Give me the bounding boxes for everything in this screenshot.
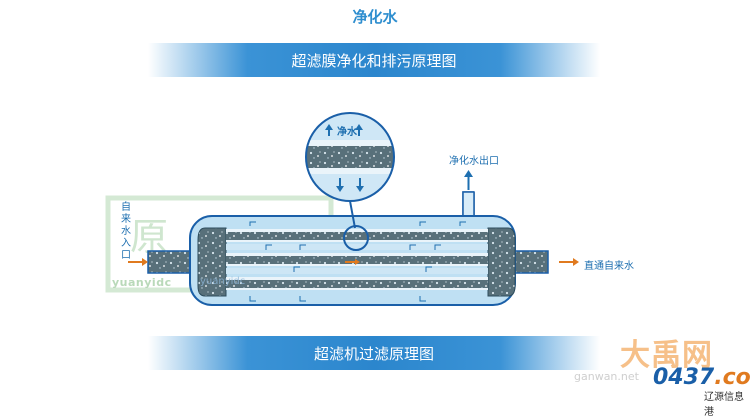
site-logo-number: 0437.com <box>653 365 750 390</box>
ultrafiltration-diagram: 原 <box>105 112 579 306</box>
site-logo-url: ganwan.net <box>574 370 639 383</box>
diagram-subtitle-banner: 超滤机过滤原理图 <box>148 336 600 370</box>
flow-arrows <box>128 258 579 266</box>
magnifier-lens <box>306 113 394 201</box>
site-logo-brand: 大禹网 <box>620 338 713 373</box>
inlet-label: 自来水入口 <box>121 202 131 261</box>
right-end-cap <box>487 227 516 297</box>
watermark-center-text: yuanyidc <box>200 276 246 287</box>
page-title: 净化水 <box>352 8 398 26</box>
site-logo-subtitle: 辽源信息港 <box>704 392 744 418</box>
magnifier-focus-ring <box>343 225 369 251</box>
magnifier-arrows <box>325 124 364 192</box>
magnifier-label: 净水 <box>337 127 357 138</box>
permeate-arrows <box>249 221 466 302</box>
magnifier-stem <box>349 200 356 229</box>
left-end-cap <box>197 227 227 297</box>
direct-water-label: 直通自来水 <box>584 261 634 272</box>
watermark-url: yuanyidc <box>112 276 172 289</box>
diagram-title-banner: 超滤膜净化和排污原理图 <box>148 43 600 77</box>
clean-water-outlet-label: 净化水出口 <box>449 156 499 167</box>
outlet-arrow <box>464 170 473 190</box>
direct-outlet-pipe <box>513 250 549 274</box>
membrane-tubes <box>226 229 488 290</box>
